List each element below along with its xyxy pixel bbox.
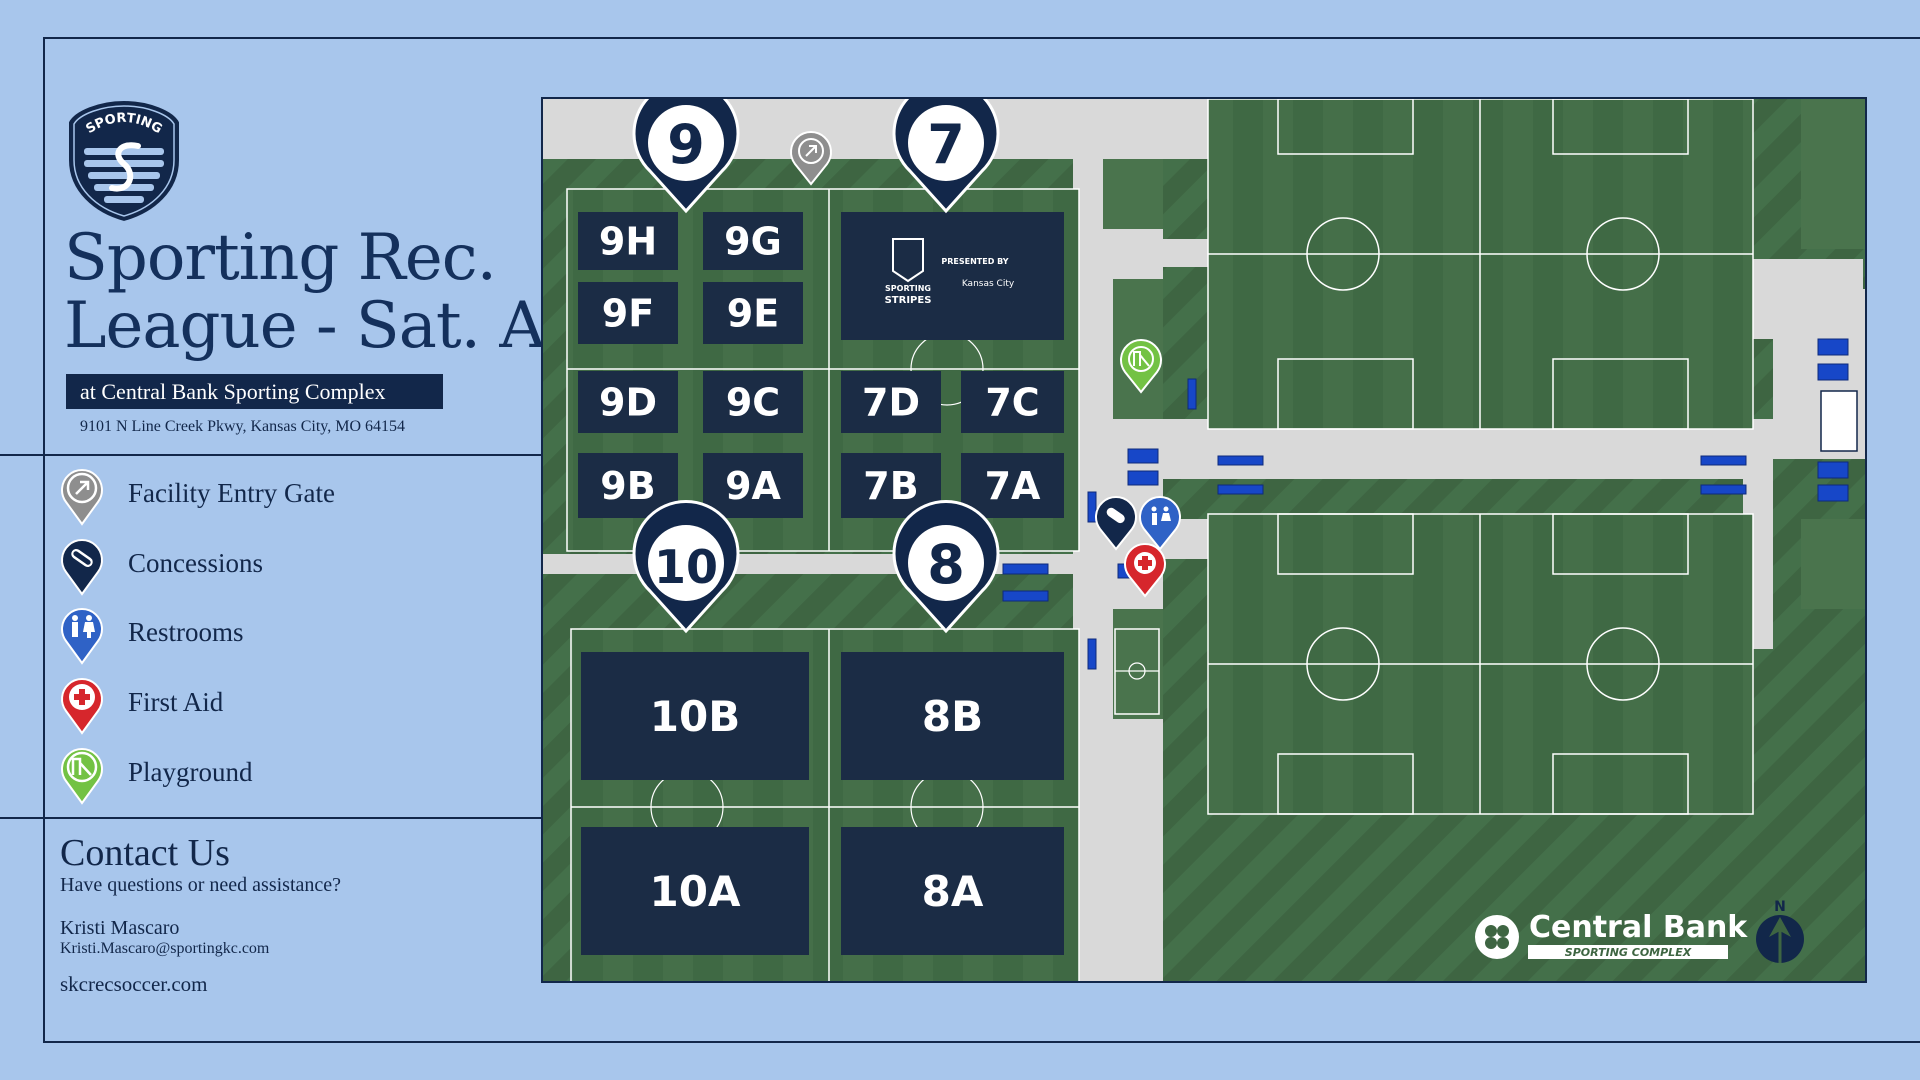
legend-item-entry-gate: Facility Entry Gate: [58, 466, 518, 526]
svg-text:N: N: [1774, 899, 1786, 915]
field-label: 8A: [922, 867, 984, 916]
field-marker-badge: [648, 525, 724, 601]
restroom-icon: [61, 608, 103, 665]
field-label: 7A: [985, 464, 1041, 508]
field-label: 7D: [862, 381, 920, 425]
field-label: 9H: [599, 220, 657, 264]
field-marker-label: 8: [927, 533, 965, 596]
divider-legend: [0, 817, 541, 819]
title-line-1: Sporting Rec.: [64, 221, 497, 295]
sporting-stripes-field: SPORTING STRIPES PRESENTED BY Kansas Cit…: [841, 212, 1064, 340]
svg-text:SPORTING COMPLEX: SPORTING COMPLEX: [1565, 946, 1692, 959]
field-marker-badge: [908, 525, 984, 601]
field-9g: [703, 212, 803, 270]
field-label: 9G: [724, 220, 782, 264]
playground-icon: [61, 748, 103, 805]
field-label: 8B: [922, 692, 983, 741]
venue-banner: at Central Bank Sporting Complex: [66, 374, 443, 409]
field-label: 9C: [726, 381, 780, 425]
legend-label: Restrooms: [128, 617, 244, 647]
first-aid-icon: [61, 678, 103, 735]
svg-text:PRESENTED BY: PRESENTED BY: [941, 257, 1008, 266]
divider-header: [0, 454, 541, 456]
field-marker-label: 7: [927, 113, 965, 176]
legend-label: Concessions: [128, 548, 263, 578]
complex-map: 9H 9G 9F 9E 9D 9C 9B 9A 7D 7C 7B 7A 10B 10A 8B 8A SPORT…: [541, 97, 1867, 983]
field-marker-badge: [648, 105, 724, 181]
map-entry-gate-pin: [790, 131, 832, 186]
contact-section: Contact Us Have questions or need assist…: [60, 832, 341, 997]
futsal-court: [1114, 628, 1160, 715]
svg-text:Central Bank: Central Bank: [1529, 910, 1748, 945]
concessions-icon: [61, 539, 103, 596]
field-7a: [961, 453, 1064, 518]
field-9h: [578, 212, 678, 270]
poster-frame: [43, 37, 1920, 1043]
map-first-aid-pin: [1124, 543, 1166, 598]
stripes-crest-icon: [892, 238, 924, 283]
building: [1820, 390, 1858, 452]
field-label: 9D: [599, 381, 657, 425]
field-label: 7C: [985, 381, 1039, 425]
field-10b: [581, 652, 809, 780]
legend-label: First Aid: [128, 687, 224, 717]
map-playground-pin: [1120, 339, 1162, 394]
map-restroom-pin: [1139, 496, 1181, 551]
field-label: 10B: [650, 692, 740, 741]
north-arrow-icon: N: [1756, 899, 1804, 963]
legend-item-restrooms: Restrooms: [58, 605, 518, 665]
svg-text:SPORTING: SPORTING: [885, 284, 931, 293]
website-link[interactable]: skcrecsoccer.com: [60, 972, 208, 996]
field-8a: [841, 827, 1064, 955]
field-9d: [578, 371, 678, 433]
field-label: 9E: [727, 292, 779, 336]
field-9f: [578, 282, 678, 344]
page-title: Sporting Rec. League - Sat. AM: [64, 221, 610, 363]
large-fields: [1207, 99, 1754, 815]
field-label: 9B: [600, 464, 655, 508]
field-10a: [581, 827, 809, 955]
legend-item-concessions: Concessions: [58, 536, 518, 596]
field-label: 7B: [863, 464, 918, 508]
central-bank-logo: Central Bank SPORTING COMPLEX: [1475, 910, 1748, 959]
field-marker-label: 9: [667, 113, 705, 176]
field-7d: [841, 371, 941, 433]
legend-item-first-aid: First Aid: [58, 675, 518, 735]
field-9e: [703, 282, 803, 344]
contact-subtitle: Have questions or need assistance?: [60, 874, 342, 896]
title-line-2: League - Sat. AM: [64, 289, 610, 363]
field-marker-badge: [908, 105, 984, 181]
field-label: 9A: [725, 464, 781, 508]
field-label: 9F: [602, 292, 654, 336]
contact-name: Kristi Mascaro: [60, 917, 180, 939]
venue-address: 9101 N Line Creek Pkwy, Kansas City, MO …: [80, 418, 406, 435]
field-8b: [841, 652, 1064, 780]
legend-label: Facility Entry Gate: [128, 478, 335, 508]
legend-item-playground: Playground: [58, 745, 518, 805]
sporting-kc-logo: SPORTING: [67, 98, 181, 224]
field-9c: [703, 371, 803, 433]
field-marker-label: 10: [654, 540, 718, 594]
entry-gate-icon: [61, 469, 103, 526]
field-7c: [961, 371, 1064, 433]
field-9a: [703, 453, 803, 518]
contact-title: Contact Us: [60, 832, 230, 874]
legend-label: Playground: [128, 757, 253, 787]
svg-text:STRIPES: STRIPES: [885, 295, 932, 306]
field-label: 10A: [650, 867, 741, 916]
map-concessions-pin: [1095, 496, 1137, 551]
contact-email-link[interactable]: Kristi.Mascaro@sportingkc.com: [60, 940, 270, 957]
svg-text:Kansas City: Kansas City: [962, 279, 1015, 289]
